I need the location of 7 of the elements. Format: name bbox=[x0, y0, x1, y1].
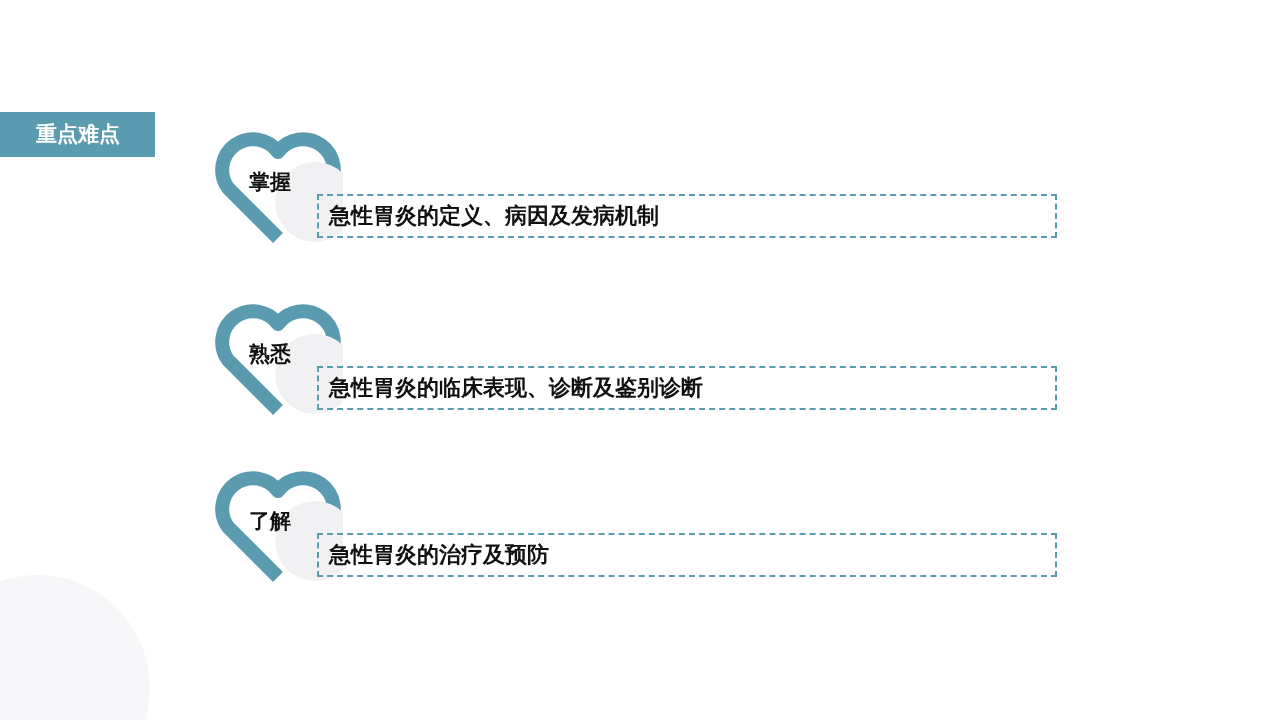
level-label: 了解 bbox=[249, 508, 291, 535]
topic-text-box: 急性胃炎的治疗及预防 bbox=[317, 533, 1057, 577]
title-banner: 重点难点 bbox=[0, 112, 155, 157]
topic-text-box: 急性胃炎的定义、病因及发病机制 bbox=[317, 194, 1057, 238]
level-label: 熟悉 bbox=[249, 341, 291, 368]
topic-text-box: 急性胃炎的临床表现、诊断及鉴别诊断 bbox=[317, 366, 1057, 410]
level-label: 掌握 bbox=[249, 169, 291, 196]
